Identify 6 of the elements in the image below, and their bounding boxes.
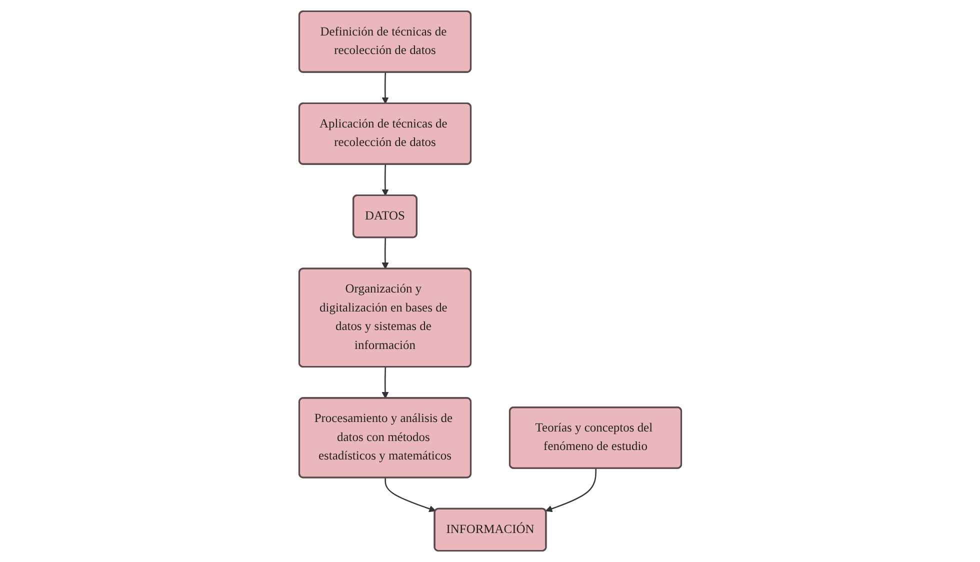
arrow: [382, 367, 388, 399]
arrow: [382, 164, 388, 196]
arrow: [384, 478, 436, 512]
arrow: [382, 72, 388, 104]
arrow: [382, 238, 388, 270]
arrow: [545, 468, 596, 512]
